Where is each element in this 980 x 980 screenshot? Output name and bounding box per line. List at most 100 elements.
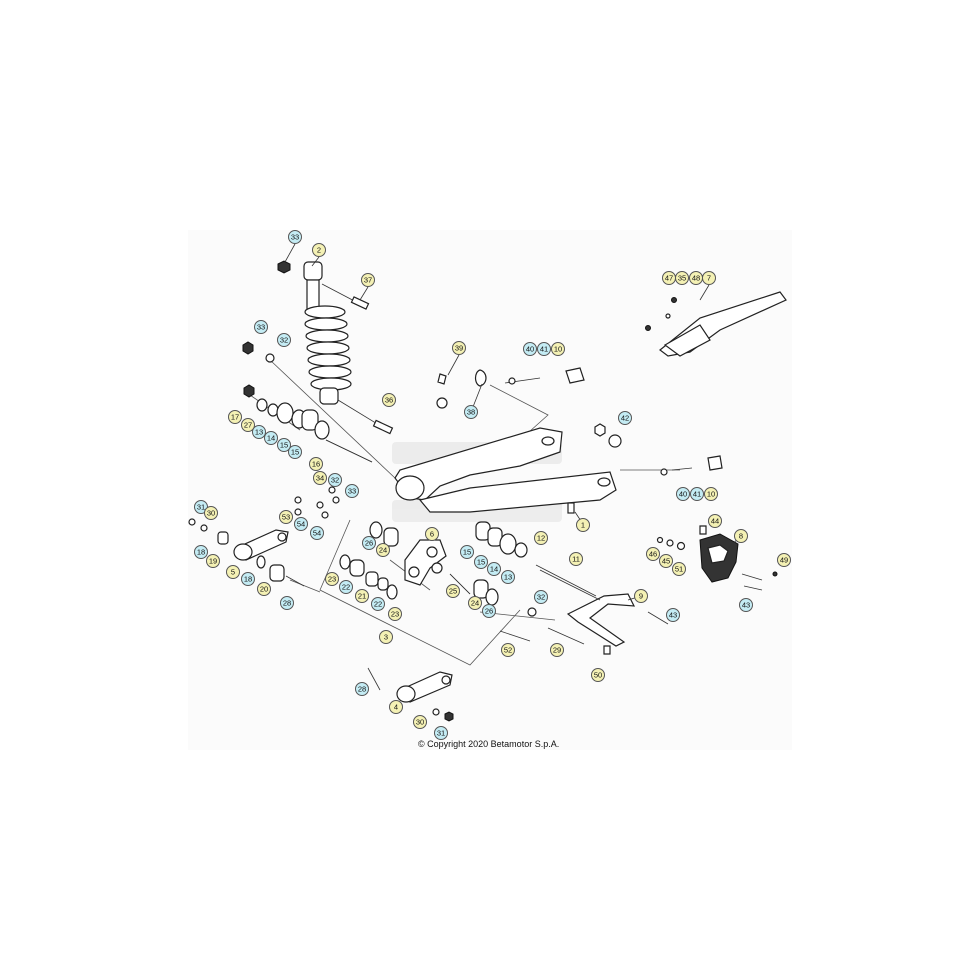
callout-marker: 15	[277, 438, 291, 452]
callout-circle	[279, 510, 293, 524]
callout-circle	[382, 393, 396, 407]
callout-marker: 22	[339, 580, 353, 594]
callout-marker: 51	[672, 562, 686, 576]
callout-marker: 35	[675, 271, 689, 285]
callout-marker: 10	[704, 487, 718, 501]
callout-label: 6	[430, 530, 434, 539]
callout-label: 29	[553, 646, 561, 655]
callout-marker: 15	[474, 555, 488, 569]
callout-marker: 30	[204, 506, 218, 520]
callout-label: 44	[711, 517, 719, 526]
callout-marker: 32	[534, 590, 548, 604]
callout-label: 22	[374, 600, 382, 609]
callout-marker: 26	[482, 604, 496, 618]
callout-label: 8	[739, 532, 743, 541]
callout-label: 52	[504, 646, 512, 655]
callout-marker: 53	[279, 510, 293, 524]
callout-label: 10	[554, 345, 562, 354]
callout-circle	[228, 410, 242, 424]
copyright-notice: © Copyright 2020 Betamotor S.p.A.	[418, 739, 560, 749]
callout-marker: 33	[345, 484, 359, 498]
callout-marker: 19	[206, 554, 220, 568]
callout-label: 24	[379, 546, 387, 555]
callout-circle	[702, 271, 716, 285]
callout-label: 26	[365, 539, 373, 548]
callout-circle	[257, 582, 271, 596]
callout-circle	[312, 243, 326, 257]
callout-label: 13	[504, 573, 512, 582]
callout-circle	[576, 518, 590, 532]
callout-circle	[379, 630, 393, 644]
callout-marker: 45	[659, 554, 673, 568]
callout-label: 3	[384, 633, 388, 642]
callout-marker: 14	[264, 431, 278, 445]
callout-marker: 4	[389, 700, 403, 714]
callout-circle	[690, 487, 704, 501]
callout-marker: 32	[328, 473, 342, 487]
callout-circle	[425, 527, 439, 541]
callout-circle	[313, 471, 327, 485]
callout-label: 11	[572, 555, 580, 564]
callout-label: 5	[231, 568, 235, 577]
callout-label: 25	[449, 587, 457, 596]
callout-circle	[345, 484, 359, 498]
callout-marker: 14	[487, 562, 501, 576]
callout-label: 38	[467, 408, 475, 417]
callout-marker: 37	[361, 273, 375, 287]
callout-circle	[646, 547, 660, 561]
callout-label: 31	[437, 729, 445, 738]
callout-marker: 30	[413, 715, 427, 729]
callout-circle	[309, 457, 323, 471]
callout-marker: 24	[468, 596, 482, 610]
callout-circle	[241, 418, 255, 432]
callout-marker: 25	[446, 584, 460, 598]
callout-label: 17	[231, 413, 239, 422]
callout-marker: 41	[537, 342, 551, 356]
callout-label: 28	[358, 685, 366, 694]
callout-marker: 12	[534, 531, 548, 545]
callout-marker: 1	[576, 518, 590, 532]
callout-label: 1	[581, 521, 585, 530]
callout-circle	[452, 341, 466, 355]
callout-circle	[537, 342, 551, 356]
callout-label: 35	[678, 274, 686, 283]
callout-label: 42	[621, 414, 629, 423]
callout-label: 53	[282, 513, 290, 522]
callout-circle	[252, 425, 266, 439]
hardware-small-parts	[242, 260, 373, 463]
callout-marker: 27	[241, 418, 255, 432]
callout-marker: 13	[252, 425, 266, 439]
callout-marker: 3	[379, 630, 393, 644]
callout-marker: 48	[689, 271, 703, 285]
callout-marker: 6	[425, 527, 439, 541]
callout-marker: 31	[434, 726, 448, 740]
callout-circle	[446, 584, 460, 598]
callout-label: 7	[707, 274, 711, 283]
callout-circle	[739, 598, 753, 612]
callout-circle	[277, 333, 291, 347]
callout-marker: 21	[355, 589, 369, 603]
callout-marker: 43	[739, 598, 753, 612]
callout-label: 4	[394, 703, 398, 712]
callout-marker: 11	[569, 552, 583, 566]
callout-circle	[355, 589, 369, 603]
callout-marker: 5	[226, 565, 240, 579]
callout-circle	[280, 596, 294, 610]
callout-circle	[388, 607, 402, 621]
callout-circle	[434, 726, 448, 740]
callout-label: 30	[416, 718, 424, 727]
callout-markers: 33 2 37 33 32 17 27 13 14 15 15 36 16 34…	[194, 230, 791, 740]
callout-circle	[288, 445, 302, 459]
linkage-rocker	[339, 521, 471, 600]
chain-slider	[499, 569, 669, 655]
callout-circle	[659, 554, 673, 568]
callout-marker: 26	[362, 536, 376, 550]
callout-label: 41	[693, 490, 701, 499]
callout-marker: 18	[194, 545, 208, 559]
callout-label: 48	[692, 274, 700, 283]
callout-marker: 54	[294, 517, 308, 531]
callout-circle	[734, 529, 748, 543]
callout-label: 31	[197, 503, 205, 512]
callout-marker: 47	[662, 271, 676, 285]
callout-circle	[460, 545, 474, 559]
